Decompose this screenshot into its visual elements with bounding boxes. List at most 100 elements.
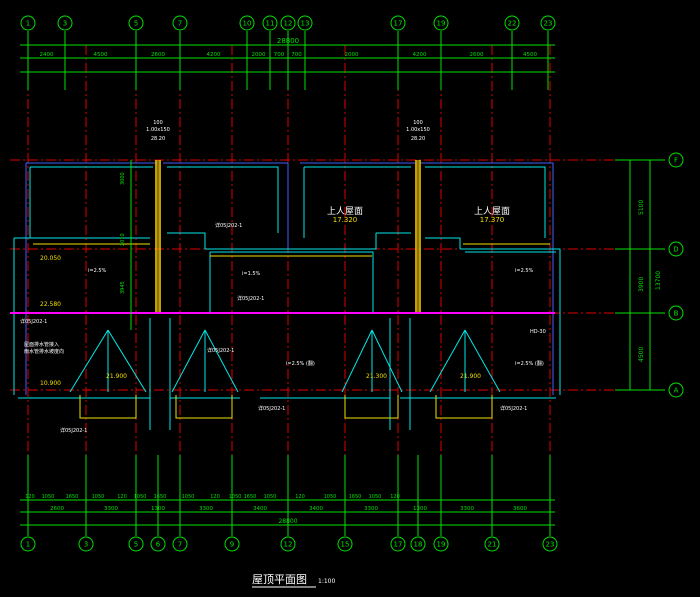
- axis-bubble-label: 6: [156, 541, 161, 549]
- axis-bubble: 12: [280, 15, 296, 31]
- bottom-upper-span: 120: [295, 494, 305, 500]
- axis-bubble: 11: [262, 15, 278, 31]
- axis-bubble-label: 7: [178, 20, 182, 28]
- axis-bubble: 19: [433, 15, 449, 31]
- slope-labels: i=2.5% i=1.5% i=2.5% (翻) i=2.5% (翻) i=2.…: [88, 268, 544, 367]
- elev-mark: 21.900: [106, 373, 127, 380]
- top-total-dim: 28800: [277, 37, 299, 45]
- axis-bubble-label: 13: [301, 20, 310, 28]
- note-text: 雨水管排水坡度向: [24, 348, 64, 355]
- axis-bubble-label: 17: [394, 541, 403, 549]
- bottom-upper-span: 1050: [229, 494, 242, 500]
- axis-bubble: 7: [172, 536, 188, 552]
- note-text: HD-30: [530, 329, 546, 335]
- bottom-upper-span: 1050: [264, 494, 277, 500]
- axis-bubble-label: 10: [243, 20, 252, 28]
- axis-bubble: 6: [150, 536, 166, 552]
- top-span: 4200: [207, 52, 221, 58]
- bottom-lower-span: 3300: [364, 506, 378, 512]
- axis-bubble: B: [668, 305, 684, 321]
- bottom-upper-span: 1050: [324, 494, 337, 500]
- axis-bubble-label: 1: [26, 20, 30, 28]
- detail-ref: 详05J202-1: [207, 347, 234, 354]
- bottom-upper-span: 120: [117, 494, 127, 500]
- bottom-upper-span: 1650: [244, 494, 257, 500]
- elevation-marks: 20.050 22.580 10.900 21.900 21.300 21.90…: [40, 255, 481, 387]
- axis-bubble-label: 15: [341, 541, 350, 549]
- pipe-label: 1.00x150: [146, 127, 170, 133]
- detail-ref: 详05J202-1: [215, 222, 242, 229]
- pipe-label: 100: [413, 120, 423, 126]
- axis-bubble-label: 23: [544, 20, 553, 28]
- axis-bubble-label: A: [674, 387, 679, 395]
- right-span: 4500: [638, 347, 645, 362]
- roof-elev-right: 17.370: [480, 216, 505, 224]
- axis-bubble: 12: [280, 536, 296, 552]
- bottom-lower-span: 1300: [413, 506, 427, 512]
- axis-bubble: 23: [542, 536, 558, 552]
- bottom-lower-span: 3300: [104, 506, 118, 512]
- top-span: 2600: [151, 52, 165, 58]
- bottom-upper-span: 120: [390, 494, 400, 500]
- axis-bubble: 23: [540, 15, 556, 31]
- pipe-label: 1.00x150: [406, 127, 430, 133]
- axis-bubble-label: 21: [488, 541, 497, 549]
- pyramid-roofs: [69, 329, 501, 393]
- axis-bubble: 13: [297, 15, 313, 31]
- drawing-scale: 1:100: [318, 578, 335, 585]
- top-span: 4500: [523, 52, 537, 58]
- top-span: 4200: [413, 52, 427, 58]
- slope-label: i=2.5% (翻): [515, 360, 544, 367]
- left-dims: 3000 2010 3945: [120, 160, 132, 330]
- axis-bubble: 1: [20, 15, 36, 31]
- right-total: 13700: [655, 271, 662, 290]
- bottom-upper-span: 1650: [154, 494, 167, 500]
- axis-bubble-label: 9: [230, 541, 234, 549]
- building-outline: [13, 162, 561, 430]
- top-span: 4500: [94, 52, 108, 58]
- top-dimension-lines: [20, 44, 555, 73]
- axis-bubble: 10: [239, 15, 255, 31]
- right-span: 5100: [638, 200, 645, 215]
- pipe-shaft-left: [155, 160, 161, 313]
- axis-bubble-label: 23: [546, 541, 555, 549]
- bottom-upper-span: 120: [25, 494, 35, 500]
- bottom-upper-span: 1050: [42, 494, 55, 500]
- bottom-lower-span: 2600: [50, 506, 64, 512]
- detail-ref: 详05J202-1: [20, 318, 47, 325]
- axis-bubble-label: 5: [134, 20, 138, 28]
- pipe-label: 28.20: [411, 136, 425, 142]
- axis-bubble-label: 19: [437, 541, 446, 549]
- axis-bubble-label: 3: [63, 20, 67, 28]
- slope-label: i=2.5% (翻): [286, 360, 315, 367]
- left-dim: 2010: [120, 233, 126, 246]
- axis-bubble: 18: [410, 536, 426, 552]
- detail-ref: 详05J202-1: [500, 405, 527, 412]
- axis-bubble: 17: [390, 536, 406, 552]
- bottom-upper-span: 1650: [66, 494, 79, 500]
- axis-bubble: 21: [484, 536, 500, 552]
- axis-bubble-label: 11: [266, 20, 275, 28]
- drawing-title: 屋顶平面图: [252, 573, 307, 586]
- axis-bubble-label: 1: [26, 541, 30, 549]
- axis-bubble: 15: [337, 536, 353, 552]
- axis-bubble-label: 22: [508, 20, 517, 28]
- elev-mark: 20.050: [40, 255, 61, 262]
- left-dim: 3945: [120, 281, 126, 294]
- left-dim: 3000: [120, 172, 126, 185]
- axis-bubble: 17: [390, 15, 406, 31]
- axis-bubble-label: 12: [284, 20, 293, 28]
- pipe-label: 100: [153, 120, 163, 126]
- axis-bubble-label: 17: [394, 20, 403, 28]
- top-span: 2000: [345, 52, 359, 58]
- note-text: 屋面排水管接入: [24, 341, 59, 348]
- bottom-upper-span: 1050: [182, 494, 195, 500]
- right-dims: 5100 3900 4500 13700: [615, 159, 665, 391]
- axis-bubble: D: [668, 241, 684, 257]
